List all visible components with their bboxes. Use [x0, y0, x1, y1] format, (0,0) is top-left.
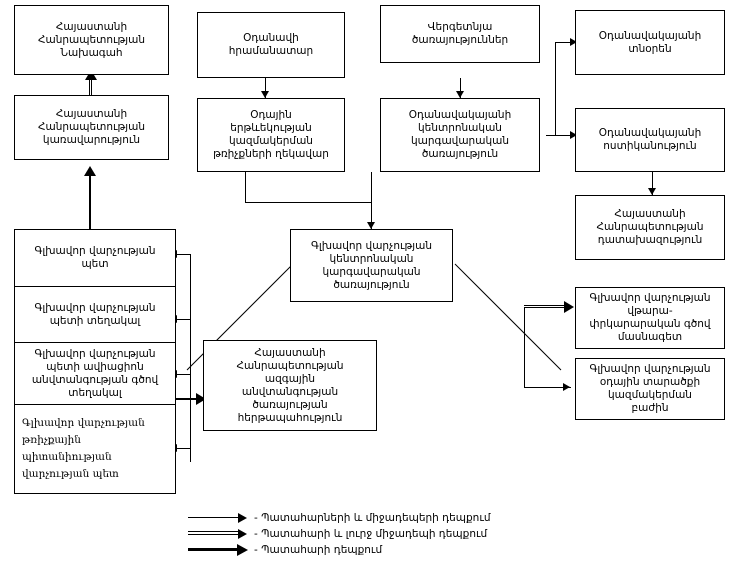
connector-branch-to-police [555, 135, 575, 136]
legend-text-1: Պատահարի և լուրջ միջադեպի դեպքում [261, 528, 488, 540]
arrowhead-rescue-specialist [564, 301, 574, 313]
arrowhead-central-box [367, 222, 375, 229]
connector-spine-to-gd-deputy-safety [176, 374, 191, 375]
arrowhead-airport-director [570, 38, 577, 46]
legend-arrow-thin-single-icon [188, 512, 250, 524]
arrowhead-airport-police [570, 131, 577, 139]
legend-label-0: - Պատահարների և միջադեպերի դեպքում [254, 512, 491, 524]
connector-ground-to-dispatch [460, 78, 461, 98]
connector-central-to-right-column [454, 263, 562, 371]
arrowhead-president [85, 70, 97, 80]
connector-dispatch-down [371, 172, 372, 230]
connector-left-spine [190, 254, 191, 462]
legend-label-1: - Պատահարի և լուրջ միջադեպի դեպքում [254, 528, 487, 540]
legend-dash-2: - [254, 544, 258, 556]
legend-dash-0: - [254, 512, 258, 524]
connector-to-rescue-specialist [524, 305, 569, 308]
arrowhead-atc [261, 91, 269, 98]
connector-spine-to-gd-deputy [176, 319, 191, 320]
connector-right-branch-v [524, 307, 525, 387]
connector-government-to-president [89, 80, 92, 100]
legend-label-2: - Պատահարի դեպքում [254, 544, 382, 556]
legend-arrow-double-line-icon [188, 528, 250, 540]
legend-row-0: - Պատահարների և միջադեպերի դեպքում [188, 510, 491, 526]
legend-arrow-thick-single-icon [188, 544, 250, 556]
connector-gd-to-government [89, 175, 91, 230]
arrowhead-airspace-dept [563, 383, 570, 391]
connector-police-to-prosecutor [652, 172, 653, 195]
connector-branch-to-director [555, 42, 575, 43]
arrowhead-national-safety [196, 393, 206, 405]
connector-to-airspace-dept [524, 387, 571, 388]
legend-dash-1: - [254, 528, 258, 540]
connector-commander-to-atc [265, 78, 266, 98]
legend-text-0: Պատահարների և միջադեպերի դեպքում [261, 512, 491, 524]
connector-atc-right [245, 202, 371, 203]
connector-spine-to-gd-head [176, 254, 191, 255]
legend-row-1: - Պատահարի և լուրջ միջադեպի դեպքում [188, 526, 487, 542]
connector-atc-down [245, 172, 246, 202]
arrowhead-government [84, 166, 96, 176]
legend-text-2: Պատահարի դեպքում [261, 544, 383, 556]
arrowhead-dispatch [456, 91, 464, 98]
connector-to-national-safety [160, 398, 202, 400]
arrowhead-prosecutor [648, 188, 656, 195]
connector-spine-to-gd-airworthiness [176, 448, 191, 449]
connector-dispatch-branch-v [555, 42, 556, 135]
legend-row-2: - Պատահարի դեպքում [188, 542, 382, 558]
